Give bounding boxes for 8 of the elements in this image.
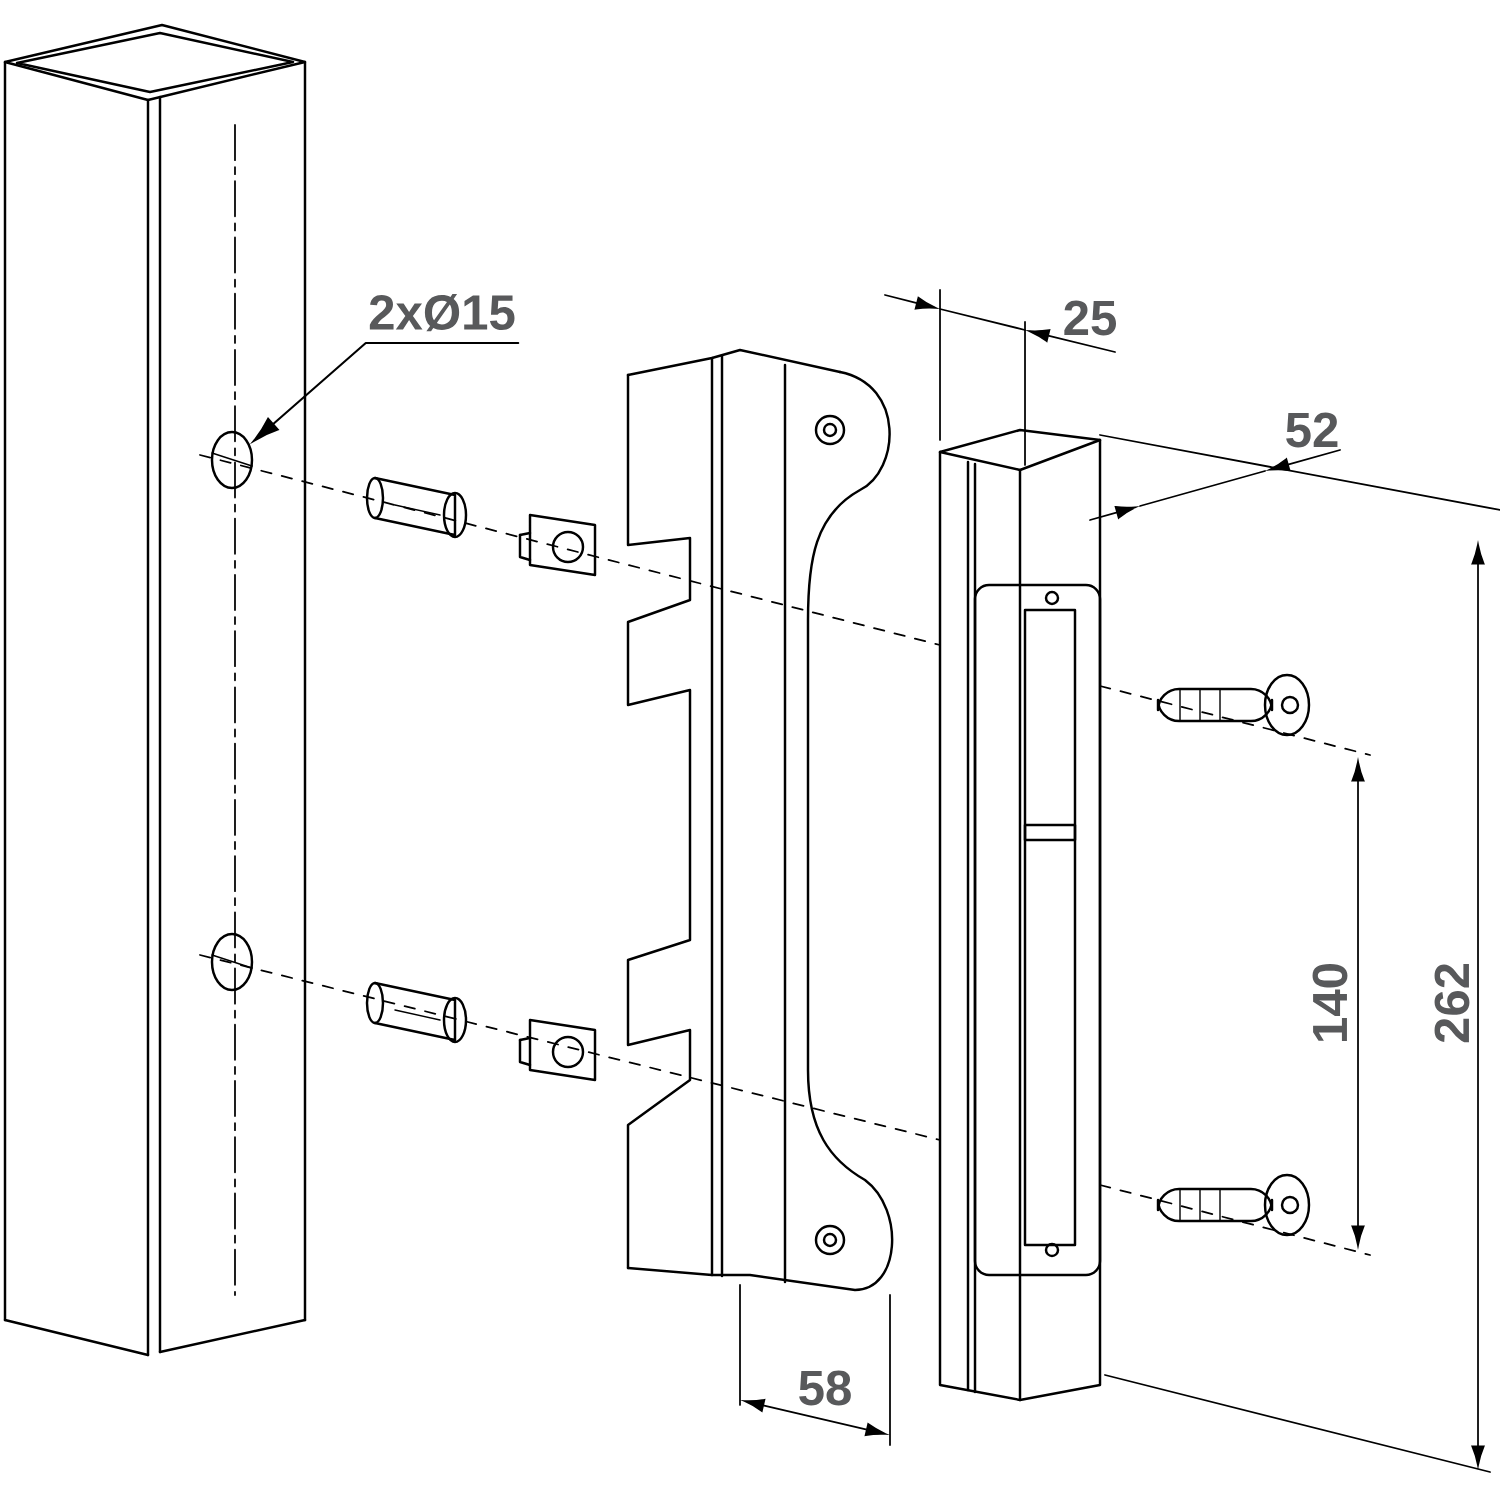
- dimension-label: 25: [1064, 300, 1116, 336]
- dimension-label: 2xØ15: [369, 294, 515, 332]
- dimension-label: 58: [799, 1370, 851, 1406]
- hole: [210, 430, 254, 490]
- dimension-label: 262: [1434, 963, 1470, 1043]
- dimension-label: 52: [1286, 412, 1338, 448]
- dimension-label: 140: [1312, 963, 1348, 1041]
- leader-line: [253, 341, 520, 442]
